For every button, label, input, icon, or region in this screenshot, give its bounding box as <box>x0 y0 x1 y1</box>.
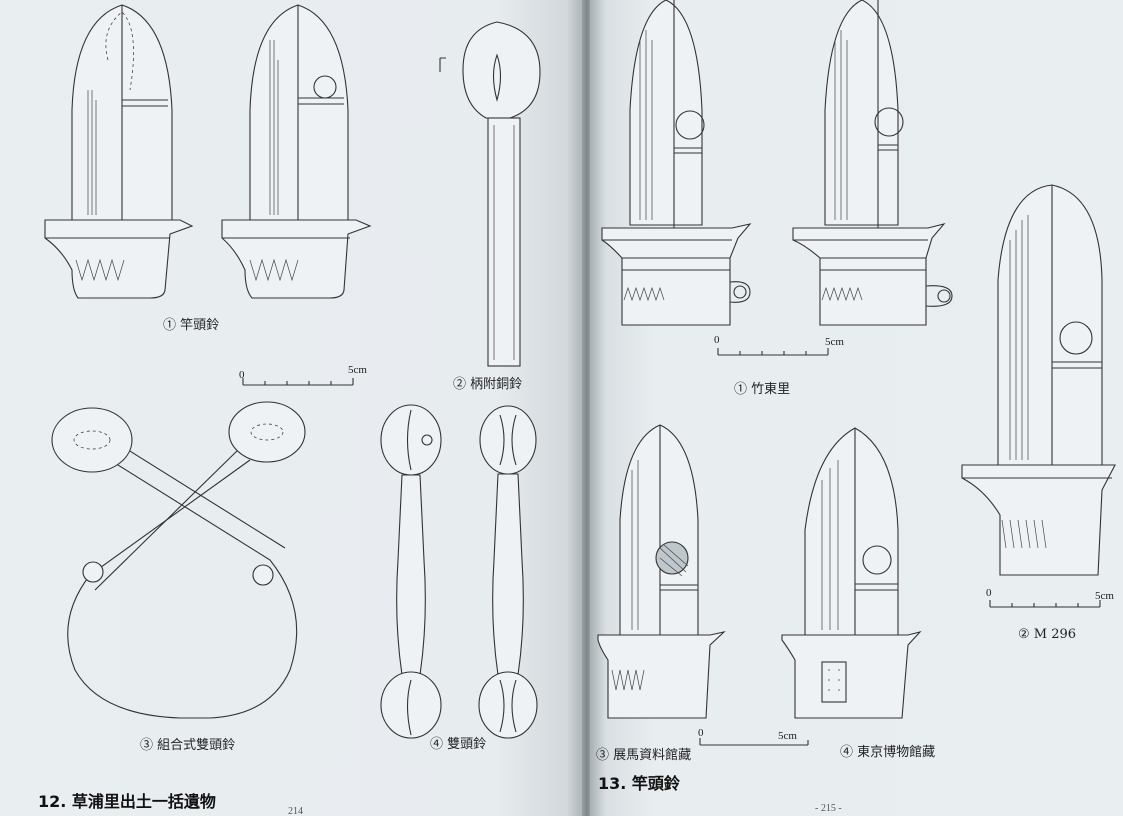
left-section-heading: 12. 草浦里出土一括遺物 <box>38 792 216 811</box>
jukdong-ri-bell-drawing-a <box>601 0 752 326</box>
caption-left-fig2: ② 柄附銅鈴 <box>453 377 523 392</box>
book-gutter <box>582 0 592 816</box>
right-page: 0 5cm ① 竹東里 0 5cm ② M 296 0 5cm ③ 展馬資料館藏… <box>590 0 1123 816</box>
left-scale-zero: 0 <box>239 369 245 381</box>
caption-right-fig4: ④ 東京博物館藏 <box>840 745 936 760</box>
left-scale-label: 5cm <box>348 364 367 376</box>
caption-right-fig3: ③ 展馬資料館藏 <box>596 748 692 763</box>
combined-double-bell-drawing <box>51 401 306 719</box>
right-page-illustrations <box>597 0 1116 746</box>
caption-left-fig1: ① 竿頭鈴 <box>163 318 220 333</box>
handled-bronze-bell-drawing <box>439 21 541 367</box>
right-scale-label-3: 5cm <box>778 730 797 742</box>
left-page: ① 竿頭鈴 0 5cm ② 柄附銅鈴 ③ 組合式雙頭鈴 ④ 雙頭鈴 12. 草浦… <box>0 0 584 816</box>
right-scale-label-2: 5cm <box>1095 590 1114 602</box>
caption-left-fig3: ③ 組合式雙頭鈴 <box>140 738 236 753</box>
left-page-illustrations <box>44 4 541 739</box>
tokyo-museum-bell-drawing <box>781 427 922 719</box>
left-page-number: 214 <box>288 806 303 816</box>
pole-top-bell-drawing-b <box>221 4 372 299</box>
jukdong-ri-bell-drawing-b <box>792 0 953 326</box>
pole-top-bell-drawing-a <box>44 4 194 299</box>
m296-bell-drawing <box>961 184 1116 576</box>
right-scale-bar-1 <box>717 348 829 356</box>
right-page-number: - 215 - <box>815 803 842 814</box>
right-scale-zero-2: 0 <box>986 587 992 599</box>
caption-left-fig4: ④ 雙頭鈴 <box>430 737 487 752</box>
right-scale-bar-2 <box>989 600 1101 608</box>
caption-right-fig1: ① 竹東里 <box>734 382 791 397</box>
right-scale-zero-3: 0 <box>698 727 704 739</box>
right-section-heading: 13. 竿頭鈴 <box>598 774 680 793</box>
caption-right-fig2: ② M 296 <box>1018 627 1077 642</box>
right-scale-zero-1: 0 <box>714 334 720 346</box>
double-bell-drawing <box>380 404 538 739</box>
right-scale-bar-3 <box>699 738 809 746</box>
left-scale-bar <box>242 378 354 386</box>
right-scale-label-1: 5cm <box>825 336 844 348</box>
museum-bell-drawing-3 <box>597 424 726 719</box>
